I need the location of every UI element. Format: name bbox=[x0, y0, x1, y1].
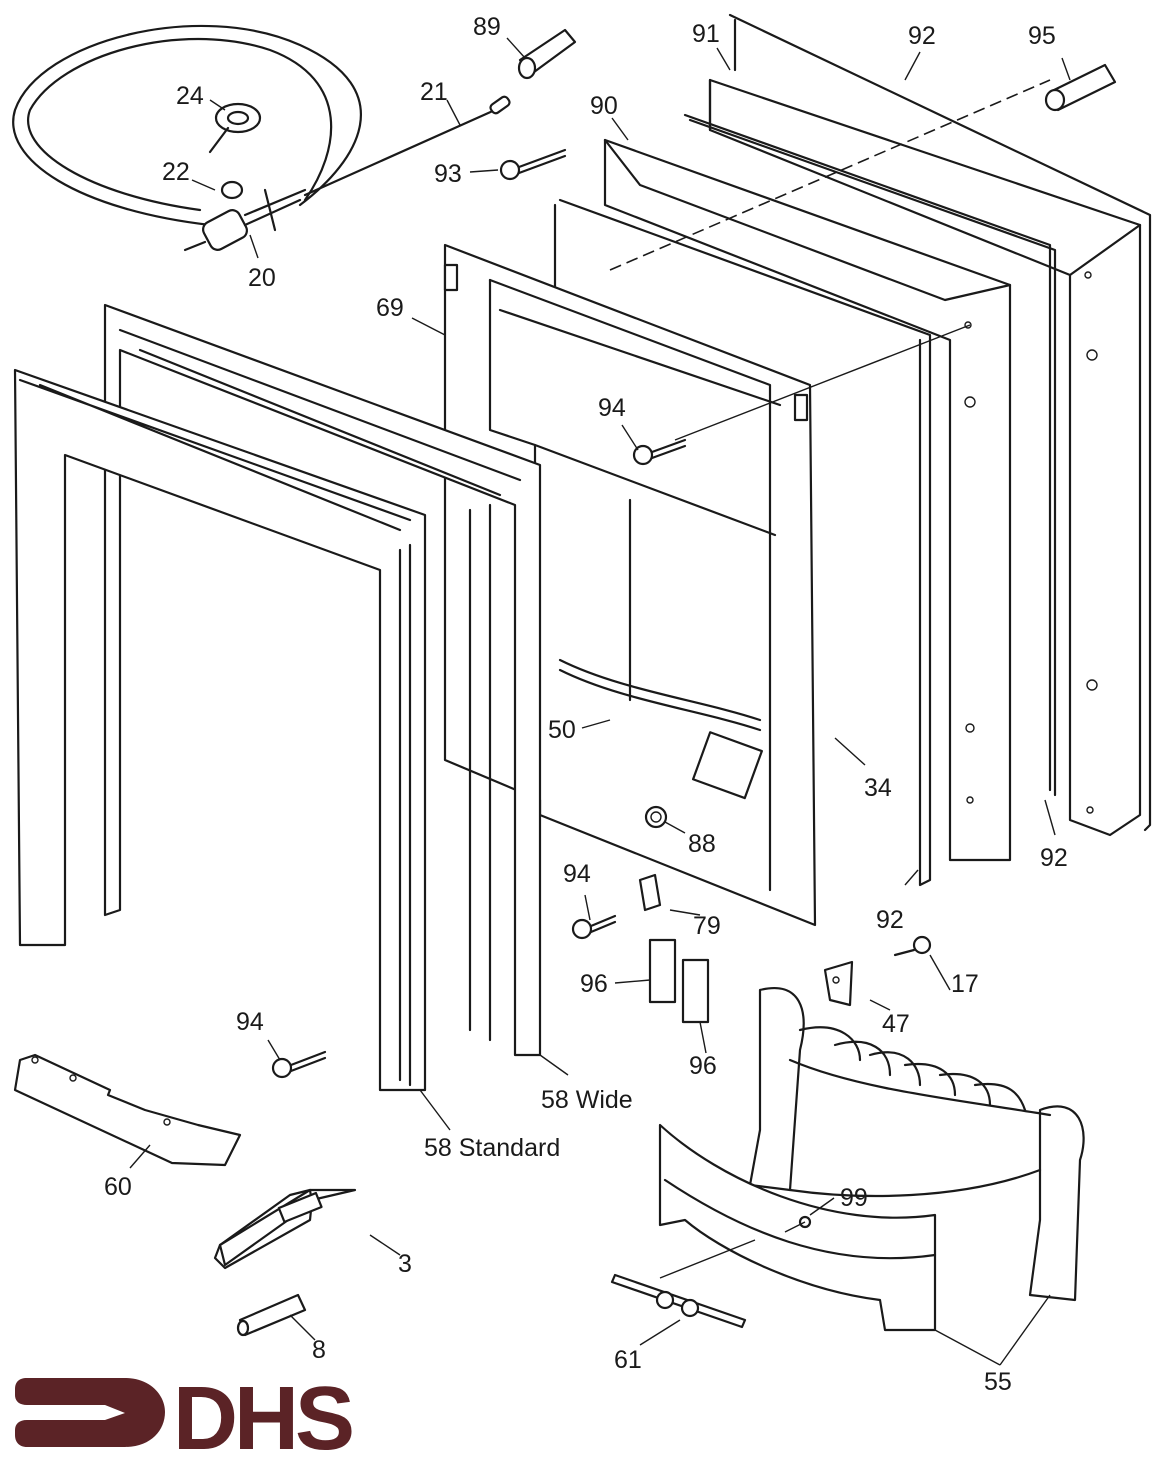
grate-55 bbox=[748, 987, 1085, 1302]
callout-92-bottom: 92 bbox=[876, 906, 904, 934]
dhs-arrow-icon: DHS bbox=[15, 1369, 356, 1469]
callout-94-bottom: 94 bbox=[236, 1008, 264, 1036]
inner-frame-90 bbox=[603, 138, 1012, 862]
cable-assembly bbox=[12, 24, 511, 252]
fascia-58-standard bbox=[13, 368, 427, 1092]
callout-24: 24 bbox=[176, 82, 204, 110]
callout-92-right: 92 bbox=[1040, 844, 1068, 872]
callout-60: 60 bbox=[104, 1173, 132, 1201]
callout-95: 95 bbox=[1028, 22, 1056, 50]
callout-22: 22 bbox=[162, 158, 190, 186]
callout-89: 89 bbox=[473, 13, 501, 41]
fascia-58-wide bbox=[103, 303, 542, 1057]
callout-88: 88 bbox=[688, 830, 716, 858]
assembly-guide-line-2 bbox=[674, 324, 971, 441]
callout-17: 17 bbox=[951, 970, 979, 998]
callout-96-right: 96 bbox=[689, 1052, 717, 1080]
callout-21: 21 bbox=[420, 78, 448, 106]
assembly-guide-line bbox=[609, 79, 1051, 271]
callout-58-wide: 58 Wide bbox=[541, 1086, 633, 1114]
callout-96-left: 96 bbox=[580, 970, 608, 998]
callout-90: 90 bbox=[590, 92, 618, 120]
clip-47 bbox=[823, 960, 854, 1007]
screw-93 bbox=[499, 148, 567, 181]
callout-61: 61 bbox=[614, 1346, 642, 1374]
block-96b bbox=[681, 958, 710, 1024]
callout-47: 47 bbox=[882, 1010, 910, 1038]
callout-93: 93 bbox=[434, 160, 462, 188]
battery-8 bbox=[236, 1293, 307, 1337]
grommet-88 bbox=[644, 805, 668, 829]
assembly-guide-line-3 bbox=[659, 1221, 806, 1279]
dhs-logo-text: DHS bbox=[173, 1369, 352, 1460]
callout-94-mid: 94 bbox=[563, 860, 591, 888]
ornament-61 bbox=[610, 1273, 747, 1329]
dhs-logo: DHS bbox=[15, 1365, 380, 1469]
screw-17 bbox=[893, 935, 932, 957]
callout-79: 79 bbox=[693, 912, 721, 940]
bracket-79 bbox=[638, 873, 662, 912]
callout-91: 91 bbox=[692, 20, 720, 48]
callout-3: 3 bbox=[398, 1250, 412, 1278]
callout-50: 50 bbox=[548, 716, 576, 744]
grille-panel bbox=[658, 1123, 937, 1332]
screw-94-top bbox=[632, 438, 687, 466]
trim-strip-60 bbox=[13, 1053, 242, 1167]
callout-94-top: 94 bbox=[598, 394, 626, 422]
gasket-92-right bbox=[683, 113, 1057, 797]
gasket-92-mid bbox=[553, 198, 932, 887]
leader-lines bbox=[129, 37, 1071, 1366]
block-96a bbox=[648, 938, 677, 1004]
firebox-69 bbox=[443, 243, 817, 927]
callout-55: 55 bbox=[984, 1368, 1012, 1396]
callout-99: 99 bbox=[840, 1184, 868, 1212]
callout-69: 69 bbox=[376, 294, 404, 322]
callout-20: 20 bbox=[248, 264, 276, 292]
wall-plug-89 bbox=[517, 28, 577, 80]
callout-34: 34 bbox=[864, 774, 892, 802]
screw-94-mid bbox=[571, 914, 617, 940]
remote-control-3 bbox=[213, 1188, 357, 1270]
callout-8: 8 bbox=[312, 1336, 326, 1364]
back-frame-91 bbox=[708, 13, 1152, 837]
screw-94-bottom bbox=[271, 1050, 327, 1079]
threaded-bush-95 bbox=[1044, 63, 1117, 112]
callout-92-top: 92 bbox=[908, 22, 936, 50]
callout-58-standard: 58 Standard bbox=[424, 1134, 561, 1162]
